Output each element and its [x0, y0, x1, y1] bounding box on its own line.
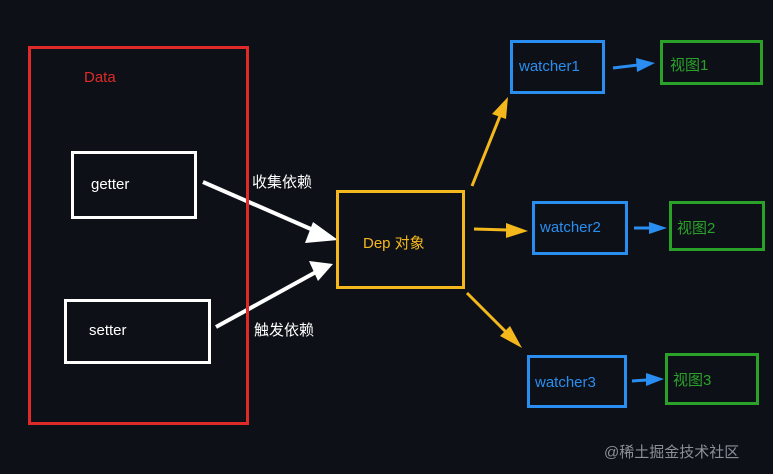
- watcher2-label: watcher2: [540, 219, 601, 236]
- data-title: Data: [84, 69, 116, 86]
- getter-node: [71, 151, 197, 219]
- data-container: [28, 46, 249, 425]
- getter-label: getter: [91, 176, 130, 193]
- setter-to-dep-arrow: [215, 270, 317, 329]
- watcher1-to-view1-arrow: [612, 63, 639, 70]
- watcher3-label: watcher3: [535, 374, 596, 391]
- dep-to-watcher2-arrowhead: [506, 223, 528, 238]
- view1-node: [660, 40, 763, 85]
- view3-node: [665, 353, 759, 405]
- setter-node: [64, 299, 211, 364]
- dep-label: Dep 对象: [363, 235, 425, 252]
- dep-to-watcher3-arrowhead: [500, 326, 522, 348]
- watcher1-label: watcher1: [519, 58, 580, 75]
- watcher3-node: [527, 355, 627, 408]
- watcher3-to-view3-arrowhead: [646, 373, 664, 386]
- setter-to-dep-arrowhead: [309, 261, 333, 281]
- view2-label: 视图2: [677, 220, 716, 237]
- collect-dependency-label: 收集依赖: [252, 174, 313, 191]
- watermark: @稀土掘金技术社区: [604, 444, 740, 461]
- watcher1-node: [510, 40, 605, 94]
- dep-node: [336, 190, 465, 289]
- dep-to-watcher3-arrow: [465, 291, 508, 334]
- view2-node: [669, 201, 765, 251]
- dep-to-watcher1-arrowhead: [492, 97, 508, 119]
- dep-to-watcher2-arrow: [473, 227, 509, 232]
- setter-label: setter: [89, 322, 127, 339]
- watcher3-to-view3-arrow: [631, 378, 648, 383]
- trigger-dependency-label: 触发依赖: [254, 322, 315, 339]
- getter-to-dep-arrow: [202, 180, 321, 235]
- watcher2-to-view2-arrowhead: [649, 222, 667, 234]
- view3-label: 视图3: [673, 372, 712, 389]
- dep-to-watcher1-arrow: [470, 115, 502, 187]
- getter-to-dep-arrowhead: [305, 222, 338, 243]
- watcher2-node: [532, 201, 628, 255]
- view1-label: 视图1: [670, 57, 709, 74]
- watcher1-to-view1-arrowhead: [636, 58, 655, 72]
